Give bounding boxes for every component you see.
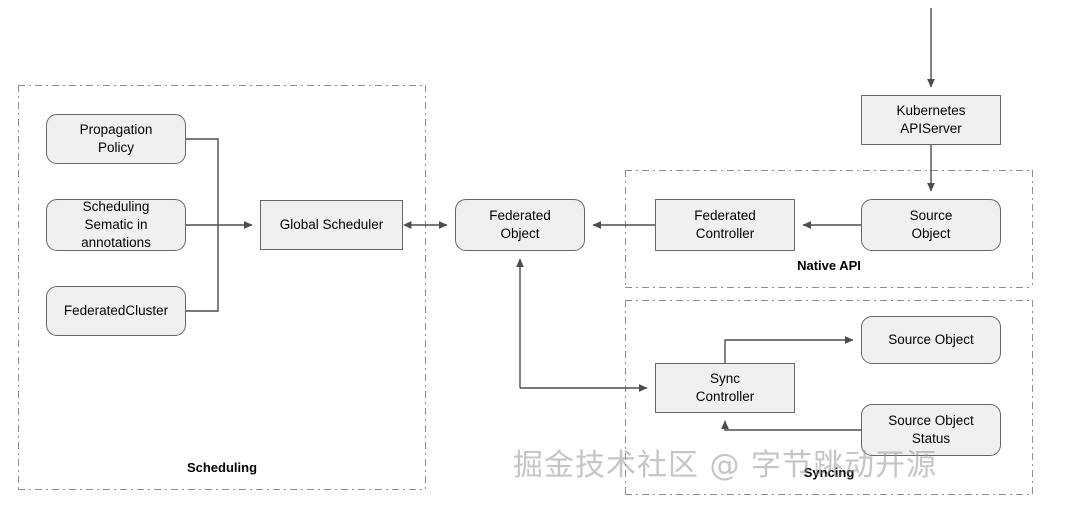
node-source-object-sync[interactable]: Source Object — [861, 316, 1001, 364]
node-label: FederatedCluster — [63, 303, 169, 319]
node-label: Global Scheduler — [279, 217, 384, 233]
group-label-native-api: Native API — [797, 258, 861, 273]
node-label: Source Object — [888, 332, 974, 348]
group-label-syncing: Syncing — [803, 465, 855, 480]
node-global-scheduler[interactable]: Global Scheduler — [260, 200, 403, 250]
node-federated-cluster[interactable]: FederatedCluster — [46, 286, 186, 336]
group-label-scheduling: Scheduling — [186, 460, 258, 475]
